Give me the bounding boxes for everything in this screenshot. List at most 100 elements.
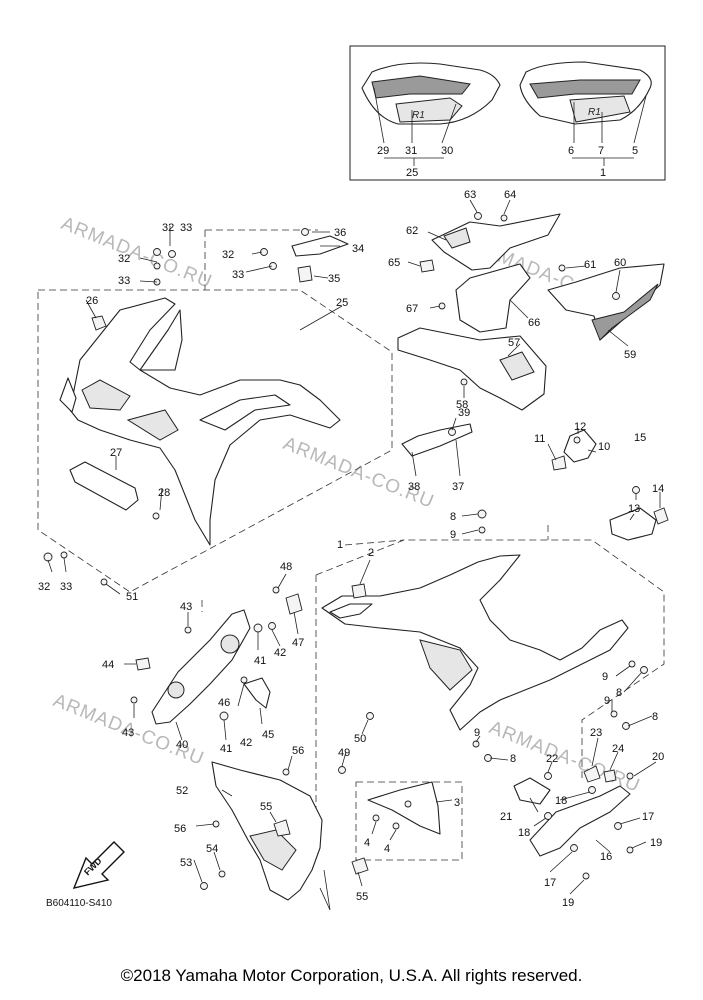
label-56: 56 [174, 823, 186, 835]
label-7: 7 [598, 145, 604, 157]
left-cowling-group: 26 27 28 32 33 32 33 32 33 51 25 36 34 3… [37, 222, 473, 603]
label-50: 50 [354, 733, 366, 745]
label-33: 33 [118, 275, 130, 287]
label-18: 18 [555, 795, 567, 807]
label-8: 8 [510, 753, 516, 765]
bracket-part [69, 461, 139, 511]
label-42: 42 [274, 647, 286, 659]
decal-inset: R1 R1 29 31 30 25 6 7 5 1 [349, 45, 666, 181]
center-cover-group: 50 49 3 4 4 55 [338, 712, 463, 903]
label-46: 46 [218, 697, 230, 709]
label-65: 65 [388, 257, 400, 269]
label-61: 61 [584, 259, 596, 271]
label-35: 35 [328, 273, 340, 285]
label-17: 17 [642, 811, 654, 823]
label-33: 33 [232, 269, 244, 281]
label-4: 4 [364, 837, 370, 849]
label-49: 49 [338, 747, 350, 759]
clip-part [91, 315, 107, 331]
label-25: 25 [406, 167, 418, 179]
label-36: 36 [334, 227, 346, 239]
label-9: 9 [450, 529, 456, 541]
decal-logo-text: R1 [412, 110, 425, 121]
label-18: 18 [518, 827, 530, 839]
label-8: 8 [616, 687, 622, 699]
label-37: 37 [452, 481, 464, 493]
middle-cover-group: 43 44 43 41 42 47 48 46 45 41 42 40 [102, 561, 304, 755]
label-64: 64 [504, 189, 516, 201]
label-29: 29 [377, 145, 389, 157]
decal-logo-text: R1 [588, 107, 601, 118]
label-41: 41 [220, 743, 232, 755]
label-8: 8 [450, 511, 456, 523]
label-55: 55 [356, 891, 368, 903]
inner-panel-group: 63 64 62 65 67 66 57 58 61 60 59 [388, 189, 665, 411]
label-33: 33 [60, 581, 72, 593]
label-22: 22 [546, 753, 558, 765]
label-9: 9 [602, 671, 608, 683]
label-20: 20 [652, 751, 664, 763]
label-67: 67 [406, 303, 418, 315]
label-13: 13 [628, 503, 640, 515]
label-2: 2 [368, 547, 374, 559]
label-41: 41 [254, 655, 266, 667]
label-40: 40 [176, 739, 188, 751]
label-39: 39 [458, 407, 470, 419]
label-34: 34 [352, 243, 364, 255]
label-4: 4 [384, 843, 390, 855]
label-8: 8 [652, 711, 658, 723]
label-15: 15 [634, 432, 646, 444]
label-11: 11 [534, 433, 545, 445]
label-5: 5 [632, 145, 638, 157]
label-53: 53 [180, 857, 192, 869]
label-47: 47 [292, 637, 304, 649]
label-17: 17 [544, 877, 556, 889]
label-21: 21 [500, 811, 512, 823]
label-55: 55 [260, 801, 272, 813]
label-43: 43 [180, 601, 192, 613]
lower-cover-group: 52 55 56 56 53 54 [174, 745, 331, 911]
label-62: 62 [406, 225, 418, 237]
fwd-arrow: FWD [72, 841, 125, 889]
label-45: 45 [262, 729, 274, 741]
label-25: 25 [336, 297, 348, 309]
label-9: 9 [474, 727, 480, 739]
label-19: 19 [650, 837, 662, 849]
label-66: 66 [528, 317, 540, 329]
label-19: 19 [562, 897, 574, 909]
label-59: 59 [624, 349, 636, 361]
label-3: 3 [454, 797, 460, 809]
label-57: 57 [508, 337, 520, 349]
decal-right: R1 [519, 61, 652, 125]
label-44: 44 [102, 659, 114, 671]
label-43: 43 [122, 727, 134, 739]
lower-bracket-group: 23 24 20 22 21 18 18 17 19 16 17 19 [500, 727, 664, 909]
label-9: 9 [604, 695, 610, 707]
label-26: 26 [86, 295, 98, 307]
label-32: 32 [162, 222, 174, 234]
label-30: 30 [441, 145, 453, 157]
label-51: 51 [126, 591, 138, 603]
label-16: 16 [600, 851, 612, 863]
copyright-notice: ©2018 Yamaha Motor Corporation, U.S.A. A… [120, 966, 583, 985]
bracket-part [401, 423, 473, 457]
label-12: 12 [574, 421, 586, 433]
right-cowling-group: 1 2 8 9 9 8 9 8 9 8 [315, 509, 665, 860]
label-42: 42 [240, 737, 252, 749]
label-52: 52 [176, 785, 188, 797]
label-14: 14 [652, 483, 664, 495]
label-24: 24 [612, 743, 624, 755]
decal-left: R1 [361, 62, 501, 125]
label-60: 60 [614, 257, 626, 269]
label-28: 28 [158, 487, 170, 499]
reference-code: B604110-S410 [46, 898, 112, 909]
label-38: 38 [408, 481, 420, 493]
stay-bracket-group: 12 10 11 15 14 13 [534, 421, 669, 541]
label-32: 32 [222, 249, 234, 261]
label-27: 27 [110, 447, 122, 459]
label-54: 54 [206, 843, 218, 855]
label-32: 32 [118, 253, 130, 265]
label-6: 6 [568, 145, 574, 157]
label-1: 1 [337, 539, 343, 551]
